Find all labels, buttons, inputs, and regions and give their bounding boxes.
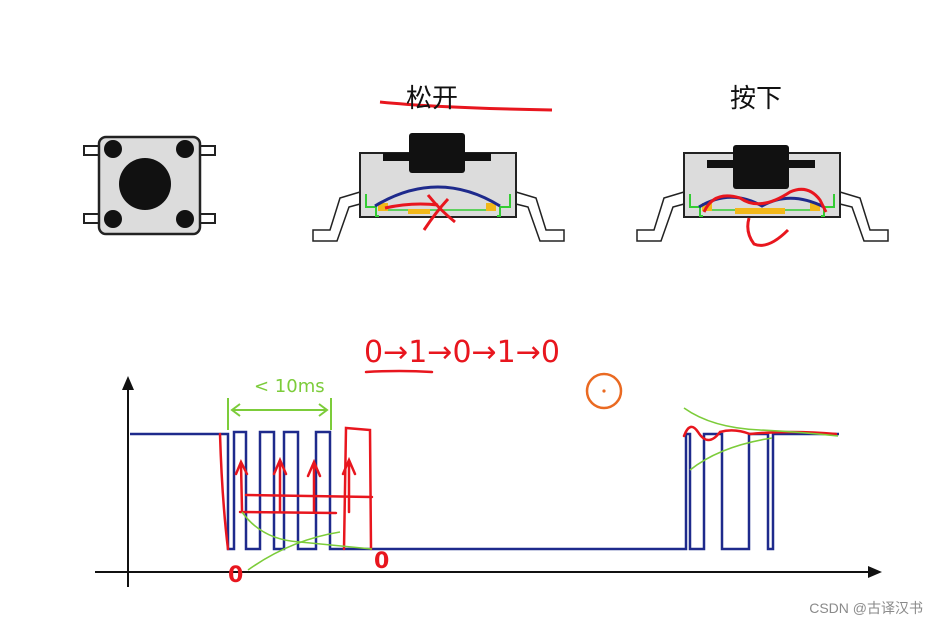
watermark: CSDN @古译汉书 — [809, 600, 923, 616]
tact-switch-top-view — [83, 135, 216, 236]
pressed-label: 按下 — [730, 84, 783, 114]
bounce-dimension — [227, 398, 332, 430]
sequence-annotation: 0→1→0→1→0 — [364, 335, 560, 370]
zero-label-right: 0 — [374, 549, 389, 574]
circled-zero-mark — [585, 372, 623, 410]
green-envelopes — [241, 407, 839, 571]
red-ink-annotations — [218, 369, 838, 551]
zero-label-left: 0 — [228, 563, 243, 588]
axes — [95, 376, 882, 587]
bounce-duration-label: < 10ms — [254, 376, 325, 397]
switch-released — [312, 133, 565, 242]
released-underline — [379, 100, 553, 112]
signal-waveform — [130, 430, 839, 551]
released-label: 松开 — [406, 84, 459, 114]
switch-pressed — [636, 145, 889, 247]
